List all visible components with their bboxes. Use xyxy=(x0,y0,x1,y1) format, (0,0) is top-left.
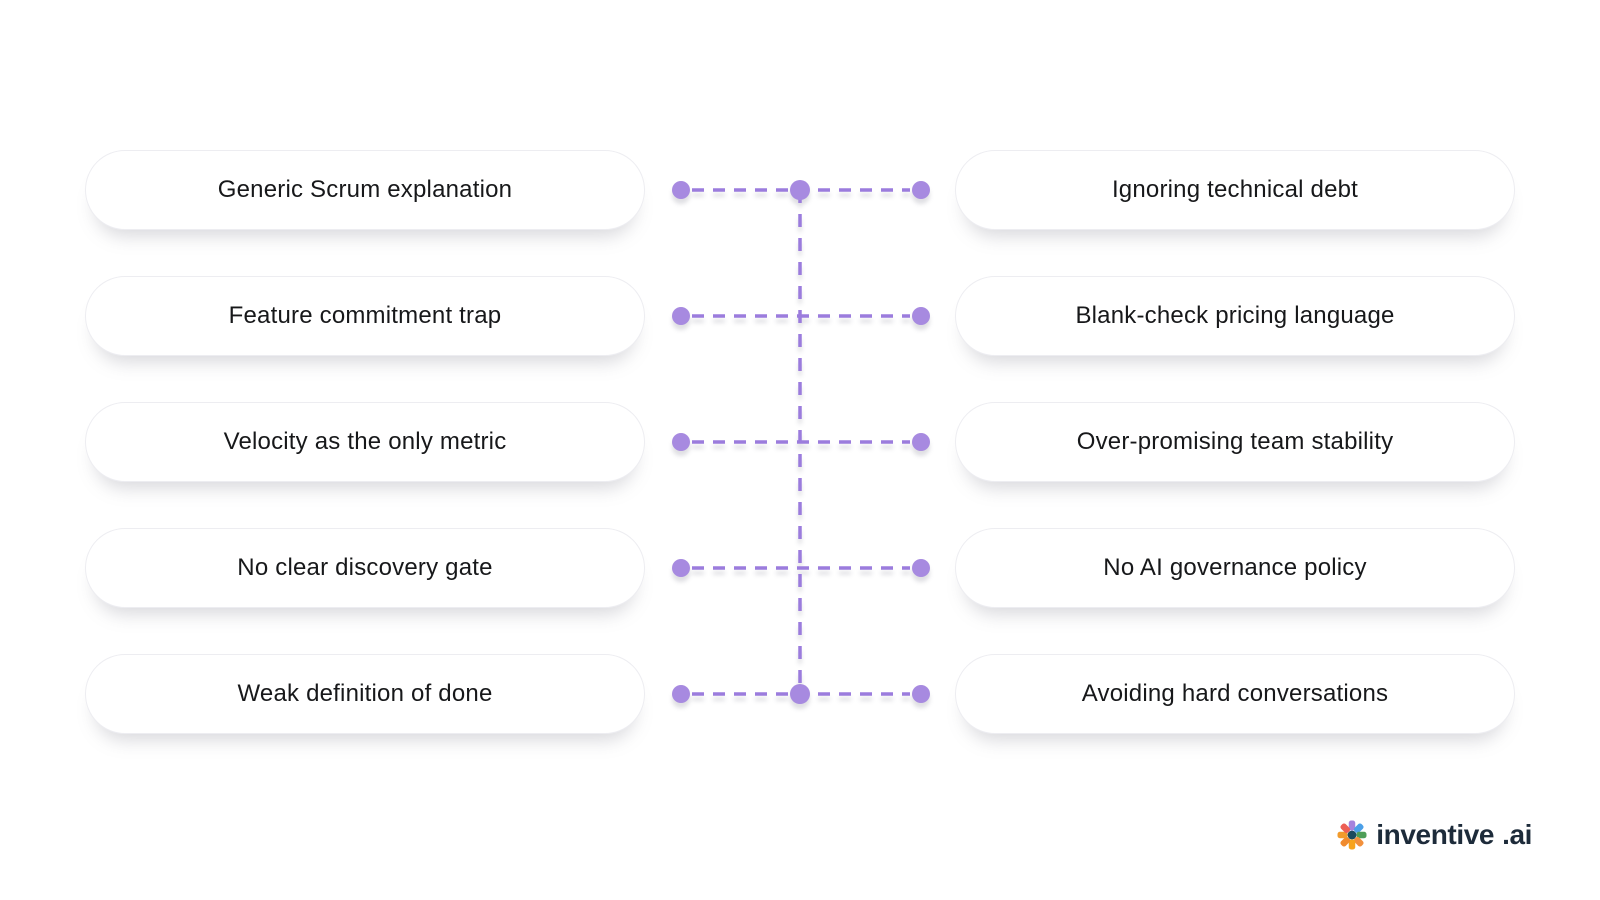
right-pill-label: No AI governance policy xyxy=(1103,554,1367,581)
right-pill-label: Ignoring technical debt xyxy=(1111,176,1359,203)
logo-petal xyxy=(1356,831,1367,839)
connector-row xyxy=(672,433,930,451)
left-pill-label: Velocity as the only metric xyxy=(223,428,507,455)
brand-logo: inventive.ai xyxy=(1335,818,1532,852)
logo-petal xyxy=(1354,823,1364,834)
left-pill-label: No clear discovery gate xyxy=(237,554,493,581)
left-pill: Feature commitment trap xyxy=(85,276,645,356)
right-pill: Avoiding hard conversations xyxy=(955,654,1515,734)
right-pill: Over-promising team stability xyxy=(955,402,1515,482)
connector-dot xyxy=(672,685,690,703)
connector-dot xyxy=(912,307,930,325)
connector-row xyxy=(672,180,930,200)
logo-brand-text: inventive xyxy=(1376,819,1495,850)
logo-petal xyxy=(1337,831,1348,839)
right-column: Ignoring technical debt Blank-check pric… xyxy=(955,150,1515,734)
connector-dot xyxy=(672,181,690,199)
connector-dot xyxy=(912,181,930,199)
connector-dot xyxy=(912,433,930,451)
logo-text: inventive.ai xyxy=(1376,819,1532,851)
right-pill-label: Avoiding hard conversations xyxy=(1081,680,1389,707)
right-pill: No AI governance policy xyxy=(955,528,1515,608)
inventive-logo-icon xyxy=(1337,820,1367,850)
connector-dot xyxy=(672,307,690,325)
left-pill: No clear discovery gate xyxy=(85,528,645,608)
connector-row xyxy=(672,559,930,577)
left-pill-label: Weak definition of done xyxy=(237,680,493,707)
right-pill: Ignoring technical debt xyxy=(955,150,1515,230)
right-pill-label: Over-promising team stability xyxy=(1076,428,1394,455)
connector-row xyxy=(672,684,930,704)
logo-petal xyxy=(1349,839,1356,850)
logo-petal xyxy=(1340,823,1351,834)
logo-center-dot xyxy=(1347,830,1357,840)
left-pill: Generic Scrum explanation xyxy=(85,150,645,230)
left-pill: Weak definition of done xyxy=(85,654,645,734)
left-column: Generic Scrum explanation Feature commit… xyxy=(85,150,645,734)
right-pill: Blank-check pricing language xyxy=(955,276,1515,356)
connector-dot xyxy=(672,433,690,451)
logo-petal xyxy=(1354,836,1364,847)
connector-dot xyxy=(672,559,690,577)
right-pill-label: Blank-check pricing language xyxy=(1075,302,1395,329)
logo-petal xyxy=(1349,820,1356,831)
logo-suffix-text: .ai xyxy=(1502,819,1532,850)
left-pill: Velocity as the only metric xyxy=(85,402,645,482)
logo-petal xyxy=(1340,836,1351,847)
connector-dot xyxy=(912,559,930,577)
connector-center-dot xyxy=(790,180,810,200)
left-pill-label: Feature commitment trap xyxy=(228,302,502,329)
left-pill-label: Generic Scrum explanation xyxy=(217,176,513,203)
connector-center-dot xyxy=(790,684,810,704)
connector-dot xyxy=(912,685,930,703)
connector-row xyxy=(672,307,930,325)
